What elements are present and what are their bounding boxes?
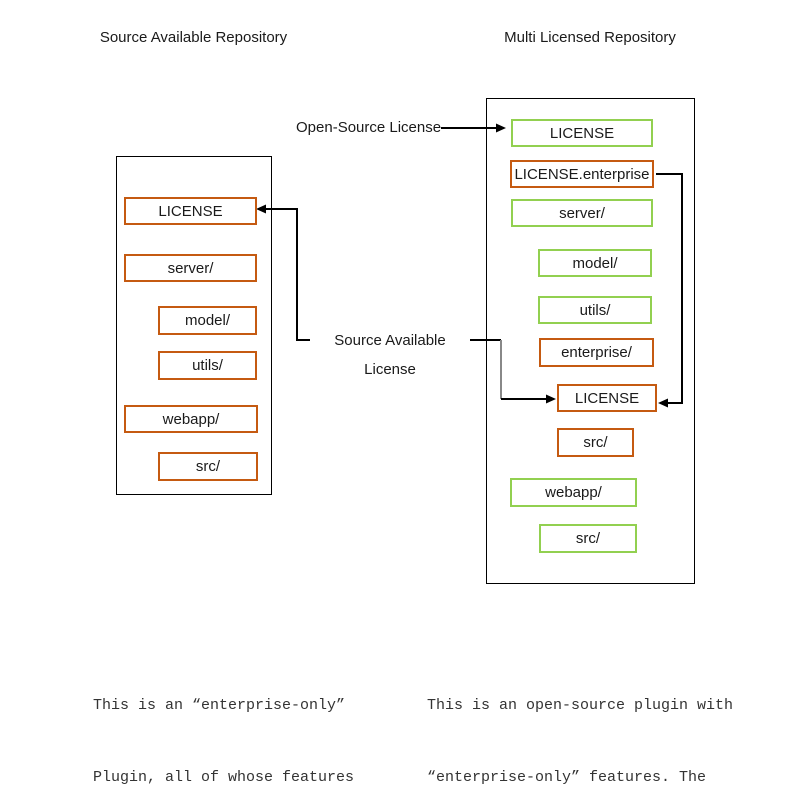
source-available-license-label-line2: License <box>364 361 416 378</box>
left-repo-caption: This is an “enterprise-only” Plugin, all… <box>93 646 408 801</box>
right-folder-box-model: model/ <box>538 249 652 277</box>
left-caption-line1: This is an “enterprise-only” <box>93 697 346 714</box>
left-folder-box-model-label: model/ <box>184 312 231 329</box>
right-folder-box-src: src/ <box>539 524 637 553</box>
right-file-box-license-enterprise-label: LICENSE.enterprise <box>514 165 650 183</box>
right-folder-box-src-enterprise: src/ <box>557 428 634 457</box>
enterprise-license-arrowhead-icon <box>658 398 668 408</box>
left-folder-box-utils: utils/ <box>158 351 257 380</box>
left-folder-box-webapp: webapp/ <box>124 405 258 433</box>
right-folder-box-src-enterprise-label: src/ <box>583 434 608 451</box>
source-available-right-arrowhead-icon <box>546 394 556 404</box>
left-folder-box-utils-label: utils/ <box>192 357 223 374</box>
right-folder-box-server-label: server/ <box>559 204 605 222</box>
right-folder-box-model-label: model/ <box>572 254 618 272</box>
source-available-left-arrowhead-icon <box>256 204 266 214</box>
right-folder-box-server: server/ <box>511 199 653 227</box>
right-file-box-license-root: LICENSE <box>511 119 653 147</box>
right-folder-box-utils: utils/ <box>538 296 652 324</box>
left-repo-title: Source Available Repository <box>99 29 288 46</box>
left-caption-line2: Plugin, all of whose features <box>93 769 355 786</box>
left-file-box-license-label: LICENSE <box>158 202 223 220</box>
open-source-license-label: Open-Source License <box>296 119 442 136</box>
right-folder-box-enterprise: enterprise/ <box>539 338 654 367</box>
left-folder-box-model: model/ <box>158 306 257 335</box>
enterprise-license-connector-line <box>656 173 683 404</box>
open-source-arrowhead-icon <box>496 123 506 133</box>
right-file-box-license-enterprise: LICENSE.enterprise <box>510 160 654 188</box>
right-folder-box-utils-label: utils/ <box>579 301 611 319</box>
source-available-connector-left-line <box>264 208 334 341</box>
left-folder-box-src: src/ <box>158 452 258 481</box>
right-repo-title: Multi Licensed Repository <box>504 29 676 46</box>
left-file-box-license: LICENSE <box>124 197 257 225</box>
left-folder-box-server: server/ <box>124 254 257 282</box>
right-caption-line2: “enterprise-only” features. The <box>427 769 707 786</box>
right-folder-box-src-label: src/ <box>575 530 601 547</box>
source-available-license-label-line1: Source Available <box>334 332 446 349</box>
left-folder-box-src-label: src/ <box>195 458 221 475</box>
right-file-box-license-root-label: LICENSE <box>549 124 615 142</box>
right-folder-box-webapp: webapp/ <box>510 478 637 507</box>
left-folder-box-webapp-label: webapp/ <box>162 410 220 428</box>
right-caption-line1: This is an open-source plugin with <box>427 697 734 714</box>
right-file-box-license-inner-label: LICENSE <box>574 389 640 407</box>
source-available-license-label: Source Available License <box>310 326 470 384</box>
right-folder-box-webapp-label: webapp/ <box>545 484 602 501</box>
right-file-box-license-inner: LICENSE <box>557 384 657 412</box>
right-folder-box-enterprise-label: enterprise/ <box>561 344 632 361</box>
right-repo-caption: This is an open-source plugin with “ente… <box>427 646 733 801</box>
left-folder-box-server-label: server/ <box>167 259 214 277</box>
